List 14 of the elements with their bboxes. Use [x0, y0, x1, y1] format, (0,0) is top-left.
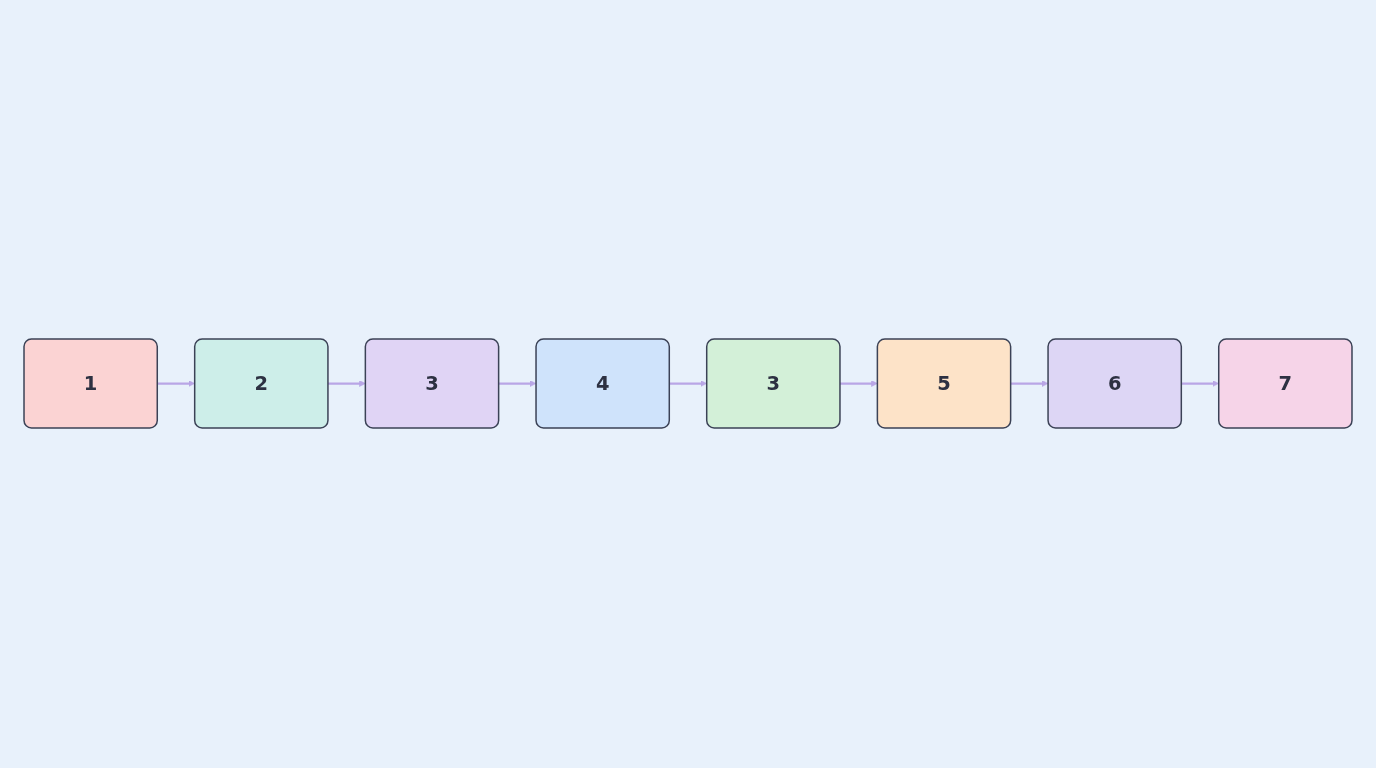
step-box: 3: [705, 338, 841, 430]
step-box: 2: [193, 338, 329, 430]
step-box: 1: [23, 338, 158, 430]
arrow: [157, 380, 195, 388]
arrow: [498, 380, 537, 388]
arrow: [1010, 380, 1049, 388]
step-box: 4: [535, 338, 671, 430]
arrow: [669, 380, 707, 388]
step-box: 3: [364, 338, 500, 430]
step-box: 6: [1047, 338, 1183, 430]
arrow: [839, 380, 878, 388]
arrow: [327, 380, 366, 388]
step-box: 5: [876, 338, 1012, 430]
step-box: 7: [1218, 338, 1353, 430]
